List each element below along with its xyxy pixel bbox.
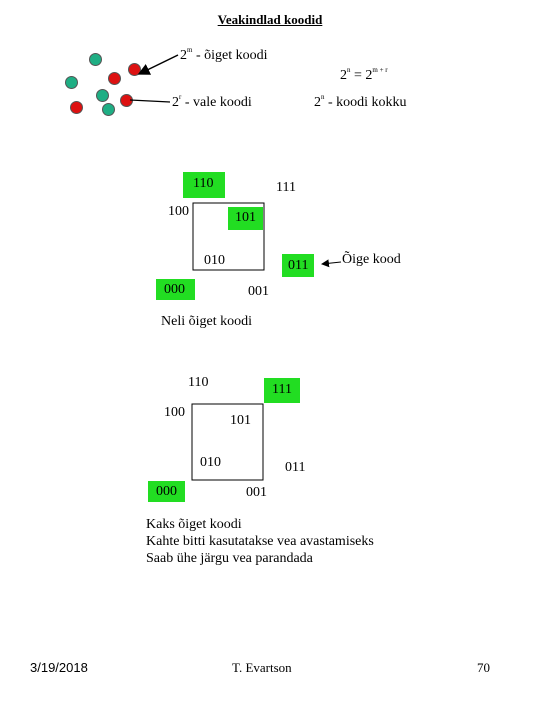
code-101: 101 bbox=[230, 413, 251, 428]
line-to-wrong bbox=[129, 99, 171, 103]
code-011: 011 bbox=[282, 254, 315, 277]
correct-code-dot bbox=[89, 53, 102, 66]
arrow-to-correct bbox=[137, 54, 179, 75]
legend-wrong: 2r - vale koodi bbox=[172, 93, 252, 110]
correct-code-dot bbox=[96, 89, 109, 102]
code-110: 110 bbox=[183, 172, 226, 198]
caption-line-1: Kaks õiget koodi bbox=[146, 517, 242, 532]
caption-line-2: Kahte bitti kasutatakse vea avastamiseks bbox=[146, 534, 374, 549]
code-000: 000 bbox=[148, 481, 185, 502]
correct-code-dot bbox=[65, 76, 78, 89]
legend-total: 2n - koodi kokku bbox=[314, 93, 407, 110]
caption-four-correct: Neli õiget koodi bbox=[161, 314, 252, 329]
correct-code-annotation: Õige kood bbox=[342, 252, 401, 267]
code-011: 011 bbox=[285, 460, 306, 475]
code-101: 101 bbox=[228, 207, 263, 230]
equation: 2n = 2m + r bbox=[340, 66, 388, 83]
code-100: 100 bbox=[168, 204, 189, 219]
correct-code-dot bbox=[102, 103, 115, 116]
legend-correct: 2m - õiget koodi bbox=[180, 46, 268, 63]
arrow-to-correct-code bbox=[321, 259, 342, 268]
code-010: 010 bbox=[204, 253, 225, 268]
cube-square-1 bbox=[192, 202, 265, 271]
footer-date: 3/19/2018 bbox=[30, 660, 88, 675]
code-111: 111 bbox=[276, 180, 296, 195]
cube-square-2 bbox=[191, 403, 264, 481]
code-111: 111 bbox=[264, 378, 300, 403]
code-001: 001 bbox=[246, 485, 267, 500]
code-001: 001 bbox=[248, 284, 269, 299]
code-000: 000 bbox=[156, 279, 195, 300]
code-010: 010 bbox=[200, 455, 221, 470]
code-100: 100 bbox=[164, 405, 185, 420]
footer-author: T. Evartson bbox=[232, 660, 292, 675]
wrong-code-dot bbox=[108, 72, 121, 85]
wrong-code-dot bbox=[70, 101, 83, 114]
page-title: Veakindlad koodid bbox=[217, 12, 323, 27]
code-110: 110 bbox=[188, 375, 209, 390]
caption-line-3: Saab ühe järgu vea parandada bbox=[146, 551, 313, 566]
footer-page-number: 70 bbox=[477, 660, 490, 675]
